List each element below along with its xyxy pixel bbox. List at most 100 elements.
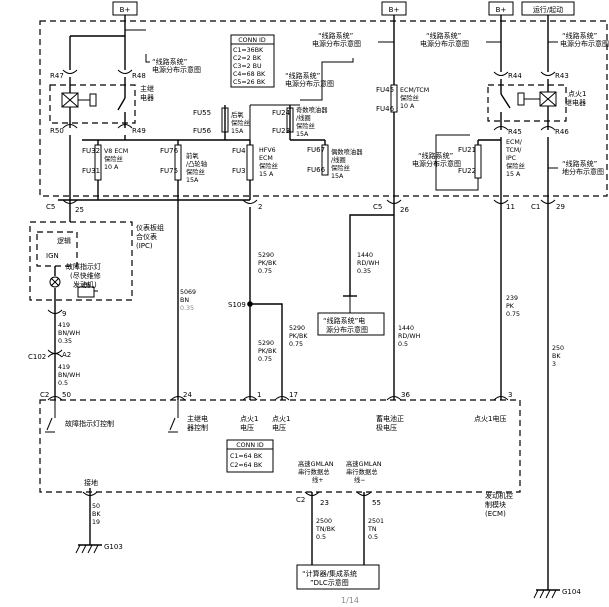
fu4-desc-2: ECM xyxy=(259,155,273,162)
main-relay-label-2: 电器 xyxy=(140,93,154,102)
fu21-desc-5: 15 A xyxy=(506,171,521,178)
wire-5290b-1: 5290 xyxy=(258,340,274,347)
fu31-label: FU31 xyxy=(82,167,100,175)
ecm-main-relay-1: 主继电 xyxy=(187,414,208,423)
fu45-desc-1: ECM/TCM xyxy=(400,87,429,94)
ref-wiring-3: “线路系统” xyxy=(318,31,353,40)
wire-250-3: 3 xyxy=(552,361,556,368)
c1-top-pin: 29 xyxy=(556,203,565,211)
fu55-desc-3: 15A xyxy=(231,128,244,135)
ref-dlc-line-1: “计算器/集成系统 xyxy=(302,569,357,578)
conn-top-title: CONN ID xyxy=(238,37,266,44)
fu45-desc-3: 10 A xyxy=(400,103,415,110)
wire-250-2: BK xyxy=(552,353,561,360)
conn-bottom-line: C2=64 BK xyxy=(230,462,263,469)
fu67-desc-2: /线圈 xyxy=(331,155,346,164)
bplus-box-2: B+ xyxy=(381,1,407,16)
ref-power-2: 电源分布示意图 xyxy=(285,79,334,88)
ref-wiring-2: “线路系统” xyxy=(285,71,320,80)
pin-17-label: 17 xyxy=(289,391,298,399)
ecm-ign1-1: 点火1 xyxy=(240,415,258,423)
pin-36-label: 36 xyxy=(401,391,410,399)
page-number: 1/14 xyxy=(341,596,359,605)
ipc-mil-label-2: (尽快维修 xyxy=(70,271,101,280)
c5-left-label: C5 xyxy=(46,203,55,211)
bplus-box-1: B+ xyxy=(112,1,138,16)
ipc-title-1: 仪表板组 xyxy=(136,223,164,232)
fu32-desc-2: 保险丝 xyxy=(104,154,123,163)
bplus-label: B+ xyxy=(120,6,131,14)
engine-icon xyxy=(77,283,98,298)
ecm-ground-label: 接地 xyxy=(84,478,98,487)
fu3-label: FU3 xyxy=(232,167,246,175)
c2-bottom-label: C2 xyxy=(296,496,305,504)
fu23-label: FU23 xyxy=(272,127,290,135)
conn-bottom-line: C1=64 BK xyxy=(230,453,263,460)
ref-box-dlc xyxy=(296,564,380,590)
ecm-ign1-4: 电压 xyxy=(272,423,286,432)
fu24-desc-1: 奇数喷油器 xyxy=(296,105,328,114)
r43-label: R43 xyxy=(555,72,569,80)
wire-239-1: 239 xyxy=(506,295,518,302)
ipc-ign-label: IGN xyxy=(46,252,59,260)
pin-1-label: 1 xyxy=(257,391,261,399)
wire-5069-1: 5069 xyxy=(180,289,196,296)
fu32-desc-1: V8 ECM xyxy=(104,148,128,155)
ref-wiring-4: “线路系统” xyxy=(426,31,461,40)
fu24-desc-3: 保险丝 xyxy=(296,121,315,130)
fu24-label: FU24 xyxy=(272,109,291,117)
run-start-box: 运行/起动 xyxy=(521,1,575,16)
fu4-desc-1: HFV6 xyxy=(259,147,276,154)
c2-left-label: C2 xyxy=(40,391,49,399)
r46-label: R46 xyxy=(555,128,569,136)
wire-419b-3: 0.5 xyxy=(58,380,68,387)
ref-box-power xyxy=(317,312,385,336)
r45-label: R45 xyxy=(508,128,522,136)
wire-239-2: PK xyxy=(506,303,515,310)
wire-2500-3: 0.5 xyxy=(316,534,326,541)
fu21-desc-3: IPC xyxy=(506,155,517,162)
ecm-main-relay-2: 器控制 xyxy=(187,423,208,432)
fu75-label: FU75 xyxy=(160,167,178,175)
wire-5290a-3: 0.75 xyxy=(258,268,272,275)
fu22-label: FU22 xyxy=(458,167,476,175)
conn-id-bottom: CONN ID C1=64 BK C2=64 BK xyxy=(226,439,274,473)
fu55-label: FU55 xyxy=(193,109,211,117)
fu24-desc-2: /线圈 xyxy=(296,113,311,122)
ipc-title-3: (IPC) xyxy=(136,242,153,250)
c1-top-label: C1 xyxy=(531,203,540,211)
pin-3-label: 3 xyxy=(508,391,512,399)
ipc-mil-label-1: 故障指示灯 xyxy=(66,262,101,271)
wire-5290c-1: 5290 xyxy=(289,325,305,332)
ref-power-5: 电源分布示意图 xyxy=(560,39,609,48)
ign-relay-label-2: 继电器 xyxy=(565,98,586,107)
ecm-gmlan-hi-2: 串行数据总 xyxy=(298,467,330,476)
ref-power-7: 电源分布示意图 xyxy=(412,159,461,168)
fu76-desc-1: 前氧 xyxy=(186,151,199,160)
ref-box-line-1: “线路系统”电 xyxy=(323,316,365,325)
r49-label: R49 xyxy=(132,127,146,135)
fu45-label: FU45 xyxy=(376,86,394,94)
ecm-gmlan-lo-1: 高速GMLAN xyxy=(346,459,382,468)
wire-1440b-1: 1440 xyxy=(398,325,414,332)
c5-right-label: C5 xyxy=(373,203,382,211)
wire-239-3: 0.75 xyxy=(506,311,520,318)
c5-right-pin: 26 xyxy=(400,206,409,214)
fu4-desc-4: 15 A xyxy=(259,171,274,178)
fu55-desc-1: 后氧 xyxy=(231,110,244,119)
wire-5290c-2: PK/BK xyxy=(289,333,308,340)
conn-top-line: C3=2 BU xyxy=(233,63,262,70)
bplus-label: B+ xyxy=(389,6,400,14)
main-relay-label-1: 主继 xyxy=(140,84,154,93)
r48-label: R48 xyxy=(132,72,146,80)
ipc-logic-label: 逻辑 xyxy=(57,236,71,245)
wire-419b-2: BN/WH xyxy=(58,372,80,379)
wire-419a-1: 419 xyxy=(58,322,70,329)
wire-2501-3: 0.5 xyxy=(368,534,378,541)
fu21-label: FU21 xyxy=(458,146,476,154)
pin-23-label: 23 xyxy=(320,499,329,507)
ground-g104-icon xyxy=(533,589,560,599)
fu56-label: FU56 xyxy=(193,127,212,135)
wire-5290b-2: PK/BK xyxy=(258,348,277,355)
